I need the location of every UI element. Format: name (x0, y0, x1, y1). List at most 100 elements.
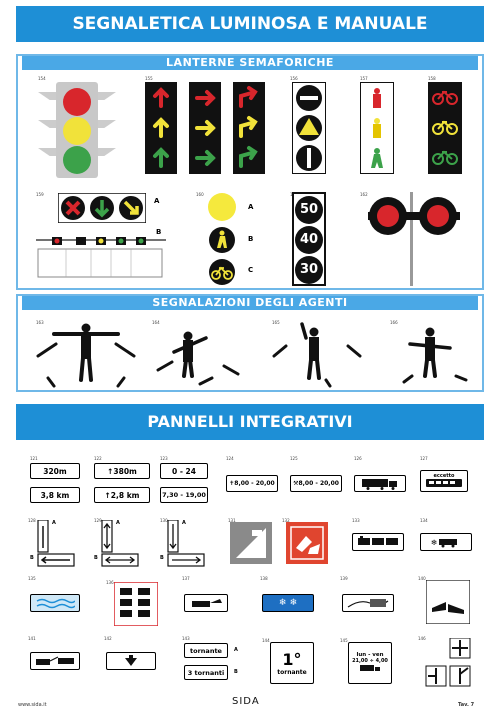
sign-number: 157 (360, 76, 368, 81)
agenti-frame (16, 294, 484, 392)
panel-121a-text: 320m (43, 466, 67, 476)
panel-139-skid (342, 594, 394, 612)
variant-a-label: A (182, 520, 186, 526)
sign-number: 136 (106, 580, 114, 585)
speed-30: 30 (295, 256, 323, 284)
panel-122a: ↑ 380m (94, 463, 150, 479)
sign-number: 135 (28, 576, 36, 581)
sign-number: 159 (36, 192, 44, 197)
sign-number: 132 (282, 518, 290, 523)
section-agenti-heading: SEGNALAZIONI DEGLI AGENTI (22, 296, 478, 310)
truck-icon (360, 665, 380, 671)
snowflake-icon: ❄ (430, 537, 438, 547)
panel-127-eccetto-bus: eccetto (420, 470, 468, 492)
variant-b-label: B (30, 555, 34, 561)
traffic-light-vehicle (38, 82, 116, 178)
panel-122b-text: 2,8 km (110, 490, 140, 500)
panel-132-accident (286, 522, 328, 564)
sign-number: 125 (290, 456, 298, 461)
agent-arms-crossed-figure (386, 322, 482, 388)
green-lamp (63, 146, 91, 174)
vehicle-icon (439, 539, 458, 548)
panel-135-water (30, 594, 80, 612)
panel-121b: 3,8 km (30, 487, 80, 503)
panel-136-queue (113, 581, 159, 627)
agent-arm-raised-diagonal-figure (152, 322, 252, 388)
pedestrian-flashing-light (208, 226, 236, 254)
sign-number: 160 (196, 192, 204, 197)
train-icon (358, 536, 398, 545)
panel-125: ⚒ 8,00 - 20,00 (290, 475, 342, 492)
panel-122b: ↑2,8 km (94, 487, 150, 503)
traffic-light-arrows (145, 82, 267, 174)
speed-40: 40 (295, 226, 323, 254)
panel-134-snow-vehicle: ❄ (420, 533, 472, 551)
variant-a-label: A (154, 197, 160, 205)
sign-number: 131 (228, 518, 236, 523)
skid-icon (347, 599, 389, 608)
bicycle-flashing-light (208, 258, 236, 286)
variant-b-label: B (160, 555, 164, 561)
up-arrow-icon: ↑ (107, 466, 114, 476)
speed-50: 50 (295, 196, 323, 224)
cross-icon: ✝ (229, 480, 235, 487)
speed-advisory-light: 50 40 30 (292, 192, 326, 286)
agent-arm-raised-vertical-figure (270, 322, 370, 388)
sign-number: 127 (420, 456, 428, 461)
variant-b-label: B (156, 228, 162, 236)
sign-number: 140 (418, 576, 426, 581)
panel-144b-text: tornante (277, 668, 307, 676)
down-arrow-icon (125, 655, 137, 666)
sign-number: 138 (260, 576, 268, 581)
panel-131-snow-plow (230, 522, 272, 564)
variant-a-label: A (234, 647, 238, 653)
panel-141-tow-away (30, 652, 80, 670)
panel-122a-text: 380m (113, 466, 137, 476)
panel-133-train (352, 533, 404, 551)
water-icon (36, 598, 75, 609)
sign-number: 145 (340, 638, 348, 643)
panel-137-roadworks (184, 594, 228, 612)
page-title: SEGNALETICA LUMINOSA E MANUALE (72, 14, 428, 34)
sign-number: 128 (28, 518, 36, 523)
up-arrow-icon: ↑ (104, 490, 111, 500)
agent-arms-horizontal-figure (36, 322, 136, 388)
footer-brand: SIDA (232, 696, 260, 707)
sign-number: 155 (145, 76, 153, 81)
truck-icon (362, 478, 397, 490)
sign-number: 162 (360, 192, 368, 197)
footer-tav: Tav. 7 (458, 702, 475, 708)
panel-144-first-bend: 1° tornante (270, 642, 314, 684)
sign-number: 123 (160, 456, 168, 461)
section-pannelli-label: PANNELLI INTEGRATIVI (147, 412, 353, 431)
variant-c-label: C (248, 266, 254, 274)
panel-143a-text: tornante (190, 646, 222, 655)
sign-number: 121 (30, 456, 38, 461)
sign-number: 141 (28, 636, 36, 641)
sign-number: 154 (38, 76, 46, 81)
panel-123b: 7,30 - 19,00 (160, 487, 208, 503)
panel-128-extent (36, 519, 76, 568)
traffic-light-pedestrian (359, 81, 395, 175)
sign-number: 139 (340, 576, 348, 581)
panel-129-extent (100, 519, 140, 568)
panel-143b: 3 tornanti (184, 665, 228, 680)
section-lanterne-heading: LANTERNE SEMAFORICHE (22, 56, 478, 70)
tools-icon: ⚒ (293, 480, 299, 487)
panel-123a-text: 0 - 24 (172, 466, 196, 476)
sign-number: 137 (182, 576, 190, 581)
panel-123b-text: 7,30 - 19,00 (162, 491, 206, 499)
panel-142-arrow-down (106, 652, 156, 670)
tow-truck-icon (36, 656, 74, 665)
panel-124: ✝ 8,00 - 20,00 (226, 475, 278, 492)
variant-b-label: B (94, 555, 98, 561)
panel-145-weekdays: lun - ven 21,00 ÷ 4,00 (348, 642, 392, 684)
sign-number: 163 (36, 320, 44, 325)
panel-145b-text: 21,00 ÷ 4,00 (352, 658, 388, 664)
panel-143b-text: 3 tornanti (187, 668, 225, 677)
variant-a-label: A (248, 203, 254, 211)
sign-number: 124 (226, 456, 234, 461)
panel-145a-text: lun - ven (356, 652, 384, 658)
sign-number: 143 (182, 636, 190, 641)
panel-127-text: eccetto (433, 473, 455, 479)
